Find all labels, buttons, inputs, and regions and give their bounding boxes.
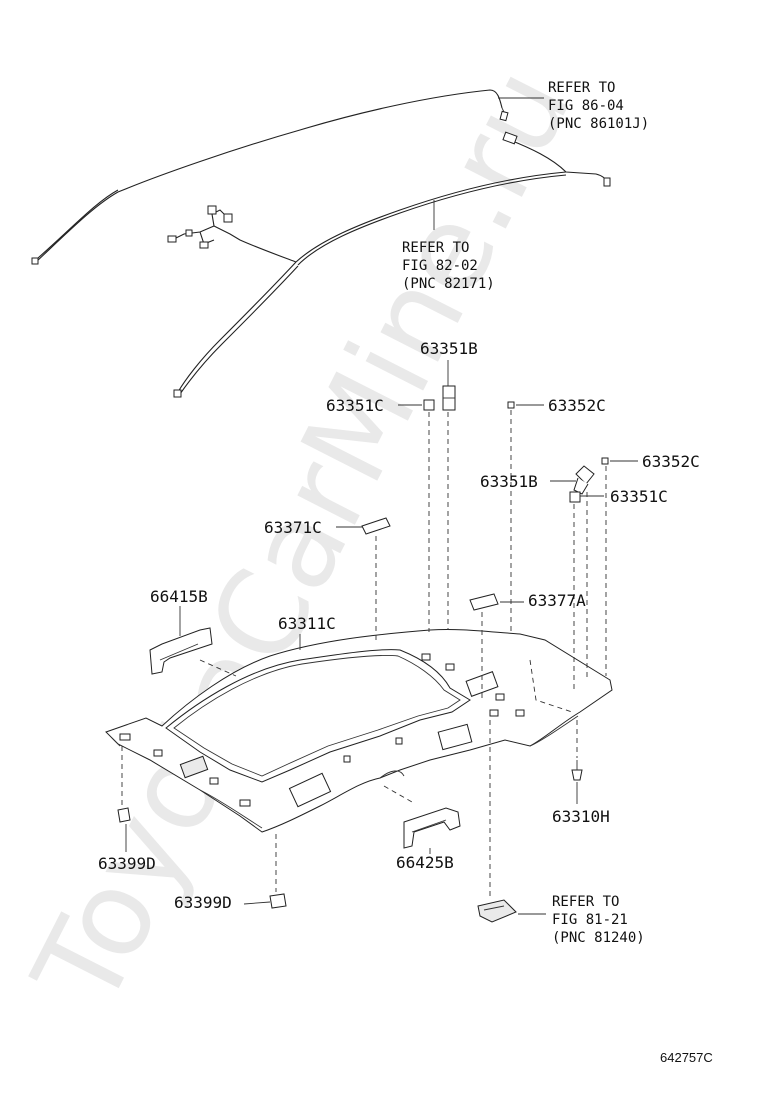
ref-86-line2: FIG 86-04 (548, 98, 624, 114)
label-63311C[interactable]: 63311C (278, 614, 336, 633)
ref-81-line3: (PNC 81240) (552, 930, 645, 946)
ref-82-line3: (PNC 82171) (402, 276, 495, 292)
ref-82-line1: REFER TO (402, 240, 469, 256)
label-63399D-left[interactable]: 63399D (98, 854, 156, 873)
label-63351C-right[interactable]: 63351C (610, 487, 668, 506)
ref-86-line1: REFER TO (548, 80, 615, 96)
label-63352C-right[interactable]: 63352C (642, 452, 700, 471)
part-labels: 63351B 63351C 63352C 63352C 63351B 63351… (98, 339, 700, 912)
label-63351C-left[interactable]: 63351C (326, 396, 384, 415)
label-63310H[interactable]: 63310H (552, 807, 610, 826)
label-63371C[interactable]: 63371C (264, 518, 322, 537)
reference-fig-81-21[interactable]: REFER TO FIG 81-21 (PNC 81240) (552, 894, 645, 946)
headliner-panel (105, 628, 613, 833)
label-63399D-bottom[interactable]: 63399D (174, 893, 232, 912)
label-63351B-right[interactable]: 63351B (480, 472, 538, 491)
ref-81-line1: REFER TO (552, 894, 619, 910)
wire-harness (31, 89, 611, 398)
reference-fig-82-02[interactable]: REFER TO FIG 82-02 (PNC 82171) (402, 240, 495, 292)
ref-81-line2: FIG 81-21 (552, 912, 628, 928)
leader-lines (121, 97, 638, 915)
label-63351B-top[interactable]: 63351B (420, 339, 478, 358)
watermark-text: ToyotaCarMine.ru (7, 47, 598, 1029)
small-parts (117, 385, 609, 923)
ref-86-line3: (PNC 86101J) (548, 116, 649, 132)
label-66415B[interactable]: 66415B (150, 587, 208, 606)
label-63377A[interactable]: 63377A (528, 591, 586, 610)
ref-82-line2: FIG 82-02 (402, 258, 478, 274)
reference-fig-86-04[interactable]: REFER TO FIG 86-04 (PNC 86101J) (548, 80, 649, 132)
figure-id: 642757C (660, 1050, 713, 1065)
label-63352C-top[interactable]: 63352C (548, 396, 606, 415)
label-66425B[interactable]: 66425B (396, 853, 454, 872)
